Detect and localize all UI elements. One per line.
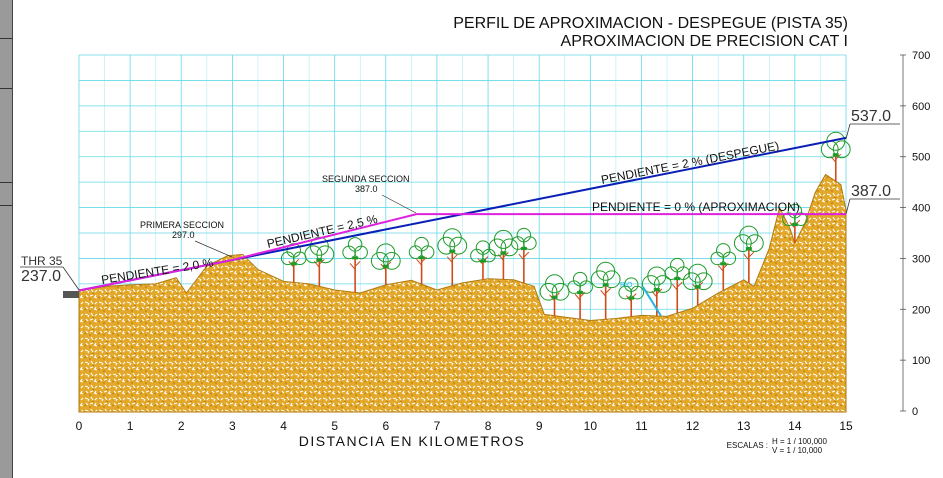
slope-label-approach: PENDIENTE = 0 % (APROXIMACION)	[592, 200, 800, 214]
x-tick-label: 2	[178, 419, 185, 433]
tree	[590, 261, 621, 320]
slope-label-takeoff: PENDIENTE = 2 % (DESPEGUE)	[600, 139, 780, 187]
river-marker	[642, 286, 662, 317]
tree	[370, 243, 401, 285]
x-tick-label: 1	[127, 419, 134, 433]
x-tick-label: 3	[229, 419, 236, 433]
x-tick-label: 15	[839, 419, 853, 433]
x-tick-label: 4	[280, 419, 287, 433]
y-tick-label: 300	[912, 253, 930, 265]
segunda-seccion-label: SEGUNDA SECCION	[322, 174, 410, 184]
thr-label: THR 35	[21, 254, 63, 268]
x-tick-label: 10	[584, 419, 598, 433]
tree	[733, 225, 764, 284]
end-elevation-approach: 387.0	[851, 183, 891, 200]
primera-seccion-elev: 297.0	[172, 230, 195, 240]
y-tick-label: 0	[912, 406, 918, 418]
tree	[511, 227, 537, 284]
x-tick-label: 5	[331, 419, 338, 433]
tree	[618, 277, 645, 317]
tree	[470, 240, 496, 280]
y-tick-label: 100	[912, 355, 930, 367]
tree	[437, 228, 468, 286]
title-line-2: APROXIMACION DE PRECISION CAT I	[561, 33, 848, 50]
tree	[567, 271, 593, 320]
scales-prefix: ESCALAS :	[727, 441, 768, 450]
tree	[710, 243, 737, 291]
thr-elevation: 237.0	[21, 268, 61, 285]
tree	[488, 229, 519, 280]
x-tick-label: 13	[737, 419, 751, 433]
runway-threshold-marker	[63, 291, 79, 298]
tree	[280, 243, 307, 283]
x-tick-label: 6	[382, 419, 389, 433]
x-tick-label: 7	[434, 419, 441, 433]
y-tick-label: 400	[912, 203, 930, 215]
x-tick-label: 14	[788, 419, 802, 433]
river-label: RIO	[620, 282, 633, 289]
tree	[342, 237, 368, 293]
y-tick-label: 600	[912, 101, 930, 113]
end-elevation-takeoff: 537.0	[851, 108, 891, 125]
tree	[539, 274, 570, 316]
segunda-seccion-elev: 387.0	[355, 184, 378, 194]
x-axis-label: DISTANCIA EN KILOMETROS	[299, 433, 525, 449]
tree	[304, 236, 335, 287]
scale-h: H = 1 / 100,000	[772, 437, 827, 446]
approach-slope-line	[78, 213, 846, 292]
tree	[664, 257, 691, 314]
slope-lines	[78, 136, 847, 292]
x-tick-label: 12	[686, 419, 700, 433]
x-tick-label: 0	[76, 419, 83, 433]
tree	[408, 236, 435, 285]
y-tick-label: 700	[912, 50, 930, 62]
tree	[682, 263, 713, 306]
x-tick-label: 11	[635, 419, 648, 433]
left-panel-edge	[0, 0, 13, 478]
x-tick-label: 9	[536, 419, 543, 433]
x-tick-label: 8	[485, 419, 492, 433]
scale-v: V = 1 / 10,000	[772, 446, 823, 455]
y-tick-label: 200	[912, 304, 930, 316]
title-line-1: PERFIL DE APROXIMACION - DESPEGUE (PISTA…	[453, 15, 848, 32]
y-tick-label: 500	[912, 152, 930, 164]
tree	[782, 203, 808, 244]
primera-seccion-label: PRIMERA SECCION	[140, 220, 224, 230]
